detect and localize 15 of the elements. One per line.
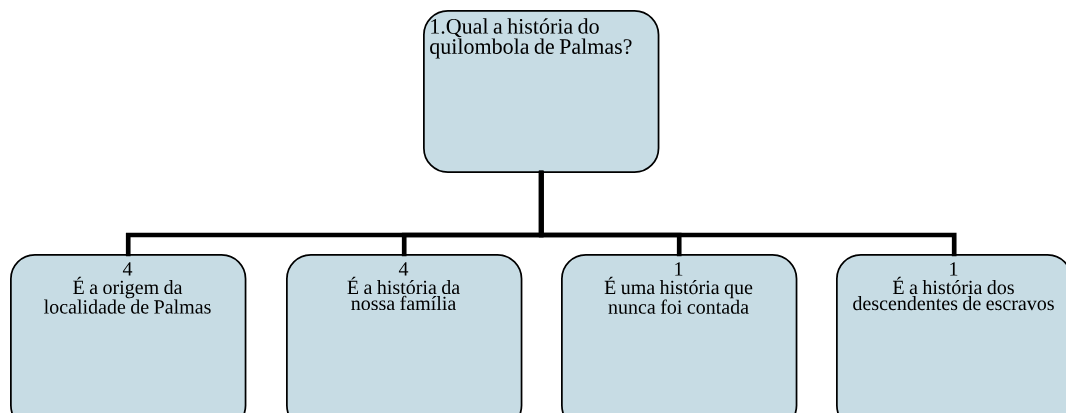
node-label: 1 — [950, 262, 958, 276]
text-box — [423, 10, 660, 174]
text-box — [836, 254, 1066, 413]
node-label: É a história da nossa família — [347, 276, 460, 311]
node-label: É a história dos descendentes de escravos — [853, 276, 1054, 311]
node-label: 4 — [122, 262, 133, 276]
text-box — [286, 254, 523, 413]
node-label: 1.Qual a história do quilombola de Palmas? — [430, 18, 632, 59]
text-box — [10, 254, 247, 413]
connector — [538, 170, 957, 257]
node-label: É a origem da localidade de Palmas — [44, 276, 211, 314]
text-box — [561, 254, 798, 413]
node-label: 4 — [398, 262, 409, 276]
node-label: É uma história que nunca foi contada — [604, 276, 753, 314]
node-label: 1 — [675, 262, 683, 276]
